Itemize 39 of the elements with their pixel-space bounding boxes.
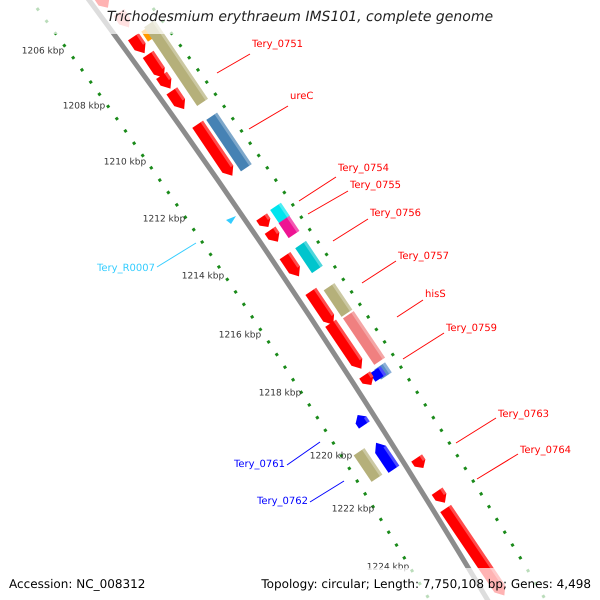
leader-line <box>362 260 396 284</box>
scale-label: 1206 kbp <box>22 48 64 56</box>
gene-label: Tery_0761 <box>234 459 285 471</box>
leader-line <box>332 218 368 242</box>
gene-label: Tery_0756 <box>370 208 422 220</box>
leader-line <box>286 442 320 466</box>
info-text: Accession: NC_008312 <box>9 576 146 593</box>
gene-label: Tery_0757 <box>398 251 450 263</box>
leader-line <box>308 190 348 214</box>
scale-label: 1214 kbp <box>182 272 224 282</box>
leader-line <box>476 454 518 480</box>
leader-line <box>248 106 288 130</box>
scale-label: 1216 kbp <box>218 332 262 340</box>
scale-label: 1212 kbp <box>142 216 186 224</box>
scale-label: 1220 kbp <box>310 452 352 462</box>
leader-line <box>402 332 444 360</box>
leader-line <box>396 300 424 318</box>
gene-label: Tery_R0007 <box>97 263 155 275</box>
gene-label: Tery_0759 <box>446 323 498 335</box>
gene-label: Tery_0762 <box>256 496 308 508</box>
gene-label: Tery_0754 <box>338 163 390 175</box>
leader-line <box>298 176 336 202</box>
scale-label: 1210 kbp <box>104 158 146 168</box>
gene-label: Tery_0764 <box>520 445 572 457</box>
scale-label: 1224 kbp <box>366 564 410 572</box>
gene-label: hisS <box>425 289 446 301</box>
scale-label: 1208 kbp <box>62 102 106 112</box>
scale-label: 1222 kbp <box>332 506 374 514</box>
gene-label: Tery_0751 <box>252 39 304 51</box>
info-text: Topology: circular; Length: 7,750,108 bp; Genes: 4,498 <box>261 576 591 593</box>
leader-line <box>216 54 250 74</box>
gene-label: Tery_0763 <box>498 409 550 421</box>
leader-line <box>456 418 496 444</box>
gene-label: Tery_0755 <box>350 180 402 192</box>
leader-line <box>156 242 196 268</box>
leader-line <box>310 480 344 502</box>
scale-label: 1218 kbp <box>258 390 302 398</box>
title: Trichodesmium erythraeum IMS101, complete genome <box>106 8 494 26</box>
gene-label: ureC <box>290 91 314 103</box>
